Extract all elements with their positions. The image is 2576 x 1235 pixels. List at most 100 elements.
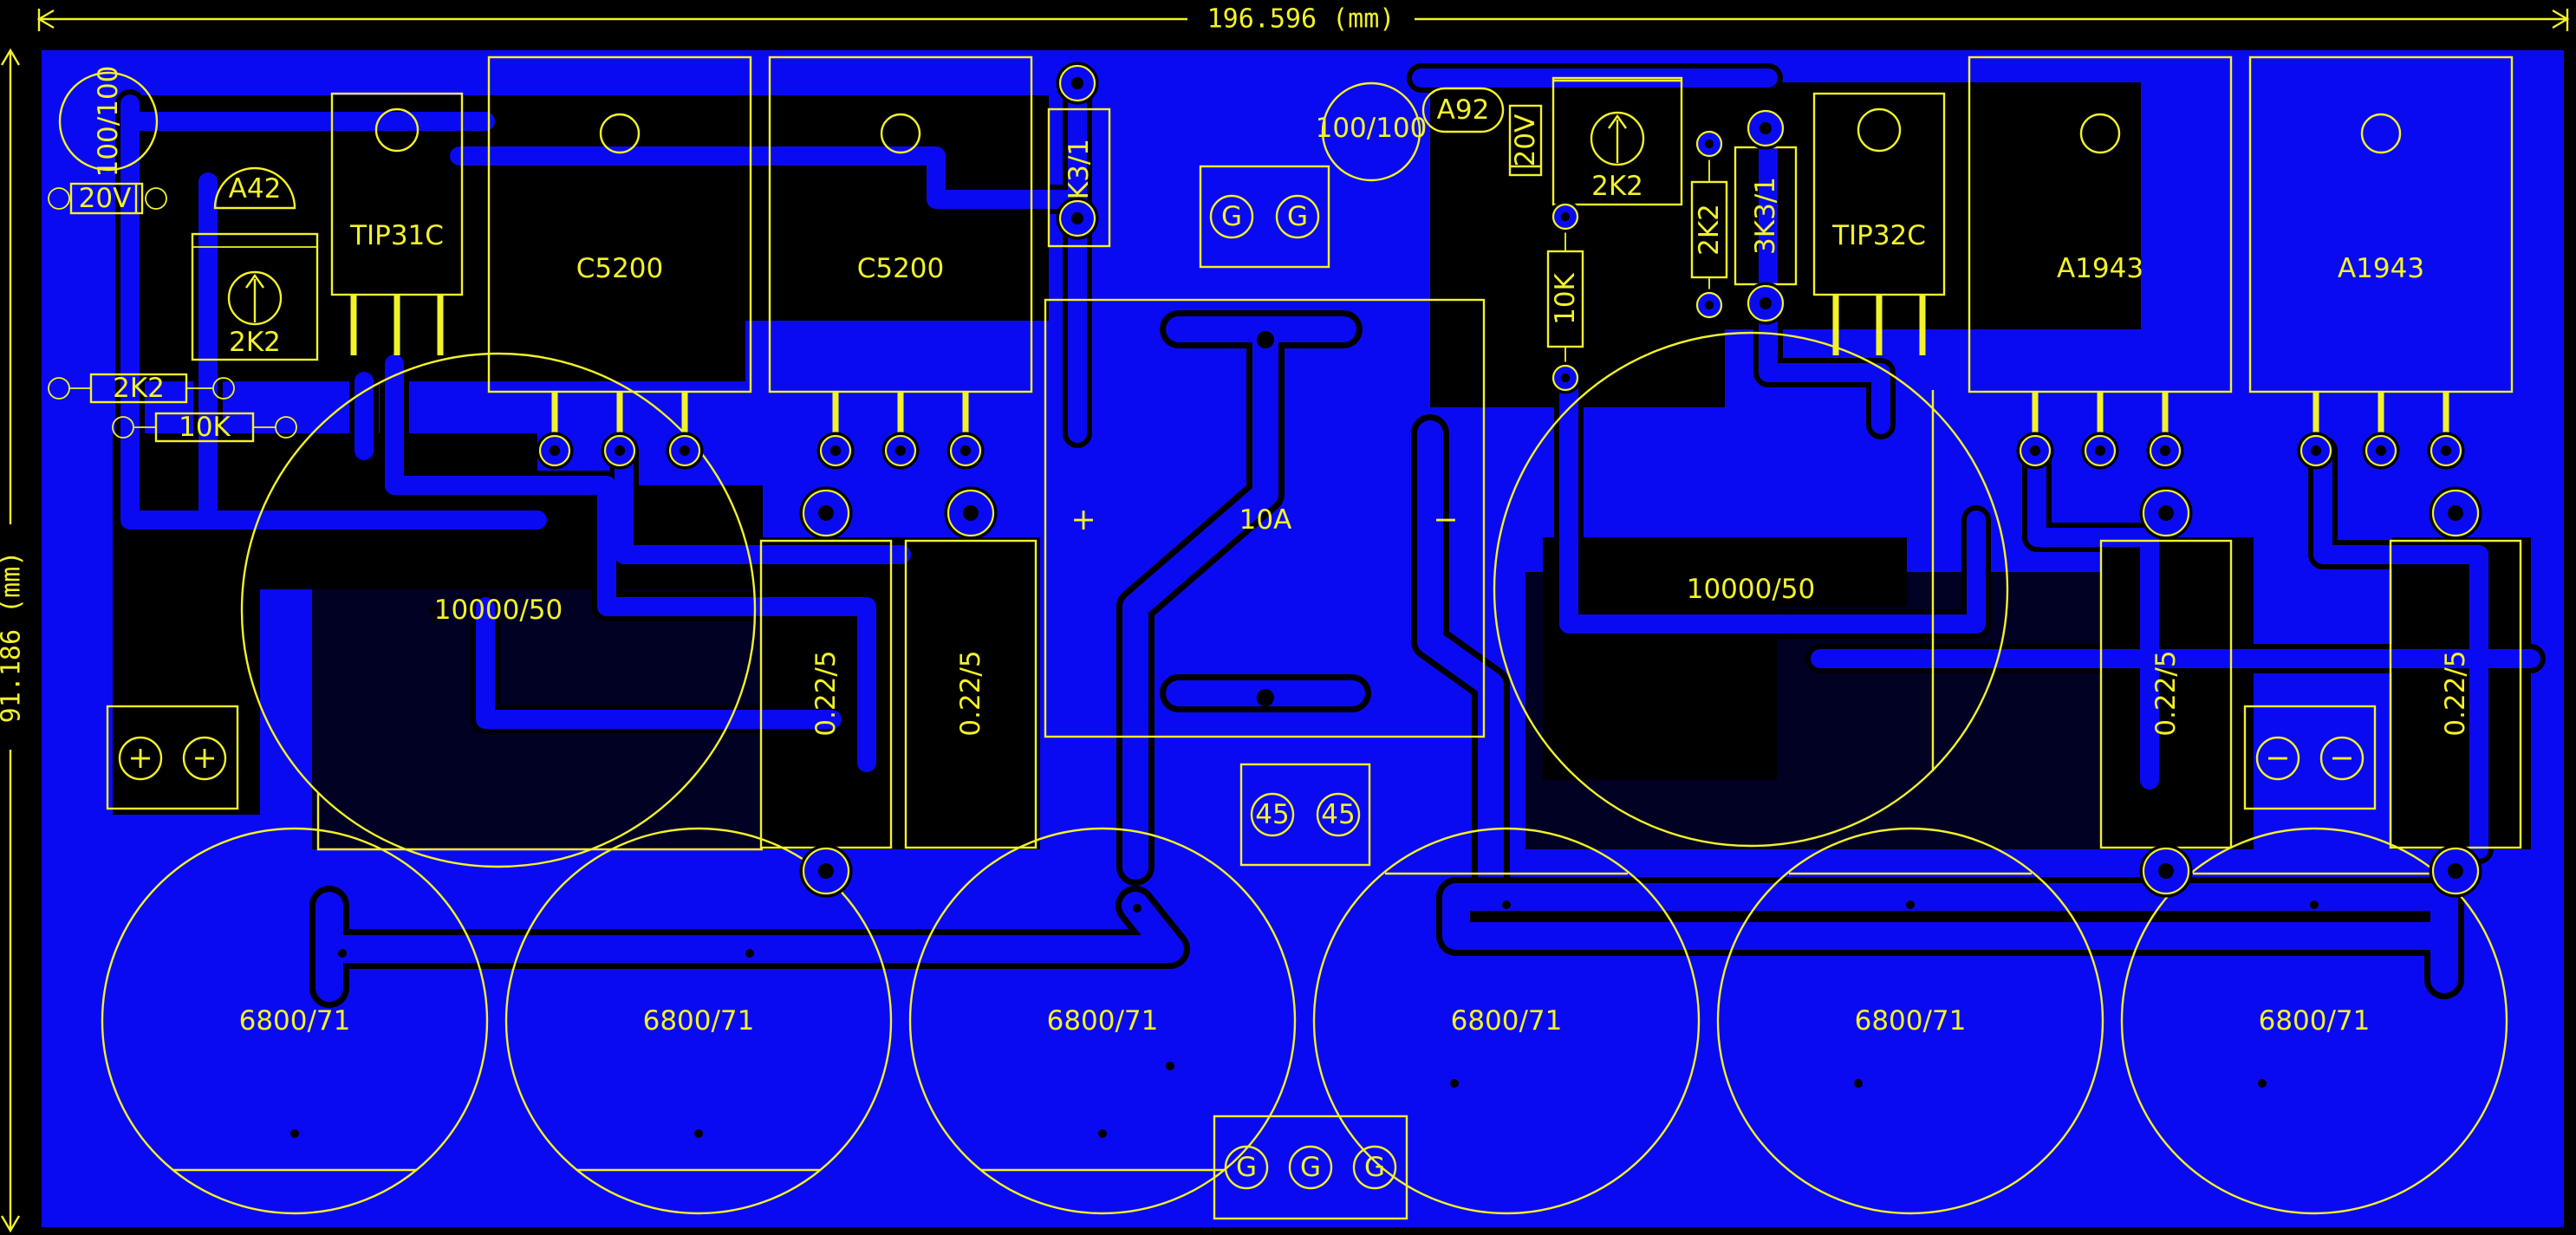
cf4-label: 6800/71 xyxy=(1451,1005,1563,1037)
g-top-pin-2: G xyxy=(1287,201,1308,232)
minus-pin-1: − xyxy=(2265,741,2290,776)
cb1-label: 10000/50 xyxy=(434,595,563,626)
c2-label: 100/100 xyxy=(1316,113,1428,144)
transistor-q2: C5200 xyxy=(487,55,752,433)
r2-label: 10K xyxy=(179,412,231,443)
pad-drill-14 xyxy=(818,863,834,879)
pad-27 xyxy=(1257,331,1274,348)
capacitor-c1: 100/100 xyxy=(58,66,159,177)
cf5-label: 6800/71 xyxy=(1855,1005,1967,1037)
g-bottom-pin-2: G xyxy=(1300,1152,1321,1183)
g-bottom-pin-1: G xyxy=(1236,1152,1257,1183)
terminal-45: 45 45 xyxy=(1239,763,1371,867)
terminal-g-bottom: G G G xyxy=(1213,1115,1408,1220)
z2-label: 20V xyxy=(1510,114,1541,167)
q6-label: A1943 xyxy=(2338,253,2424,284)
g-top-pin-1: G xyxy=(1221,201,1242,232)
terminal-g-top: G G xyxy=(1199,165,1330,269)
pad-28 xyxy=(1257,689,1274,706)
r10-label: 0.22/5 xyxy=(2440,650,2471,736)
bridge-minus: − xyxy=(1433,503,1458,537)
q3-label: C5200 xyxy=(857,253,945,284)
pad-ring-4 xyxy=(884,434,917,467)
resistor-r4: 10K xyxy=(1546,217,1584,374)
plus-pin-2: + xyxy=(192,741,217,776)
pad-drill-0 xyxy=(549,445,561,457)
pad-ring-20 xyxy=(1058,199,1096,237)
pad-ring-21 xyxy=(1747,109,1785,147)
bridge-plus: + xyxy=(1070,503,1096,537)
cap-hole-7 xyxy=(1450,1079,1459,1088)
transistor-q1: TIP31C xyxy=(330,92,464,355)
transistor-q7: A42 xyxy=(213,166,296,210)
pad-ring-23 xyxy=(1551,203,1579,231)
cap-hole-1 xyxy=(290,1129,299,1138)
pad-drill-18 xyxy=(2448,863,2463,879)
r4-label: 10K xyxy=(1550,272,1581,324)
resistor-r1: 2K2 xyxy=(48,373,235,404)
cap-hole-9 xyxy=(1854,1079,1863,1088)
cap-hole-12 xyxy=(429,606,438,614)
cap-hole-5 xyxy=(1098,1129,1107,1138)
pad-drill-26 xyxy=(1704,300,1714,310)
pad-drill-1 xyxy=(614,445,626,457)
pad-ring-24 xyxy=(1551,364,1579,392)
capacitor-cf2: 6800/71 xyxy=(504,827,893,1215)
zener-z1: 20V xyxy=(48,182,167,215)
resistor-r2: 10K xyxy=(112,412,297,443)
pad-ring-3 xyxy=(819,434,852,467)
r8-label: 0.22/5 xyxy=(955,650,986,736)
r5-label: 2K2 xyxy=(1694,204,1725,256)
pad-ring-16 xyxy=(2431,489,2480,537)
z1-label: 20V xyxy=(79,183,132,214)
pad-drill-10 xyxy=(2375,445,2387,457)
pad-drill-13 xyxy=(963,505,979,521)
cap-hole-4 xyxy=(1133,904,1142,913)
dimension-lines: 196.596 (mm) 91.186 (mm) xyxy=(0,4,2570,1233)
q2-label: C5200 xyxy=(576,253,664,284)
trimpot-p1: 2K2 xyxy=(191,232,319,361)
pad-ring-19 xyxy=(1058,64,1096,102)
bridge-rating: 10A xyxy=(1239,504,1292,536)
pad-drill-21 xyxy=(1759,121,1773,135)
pad-drill-2 xyxy=(679,445,691,457)
pad-drill-20 xyxy=(1070,211,1084,225)
g-bottom-pin-3: G xyxy=(1364,1152,1385,1183)
pad-ring-1 xyxy=(603,434,636,467)
pad-ring-14 xyxy=(802,847,850,895)
capacitor-c2: 100/100 xyxy=(1316,81,1428,182)
pad-drill-16 xyxy=(2448,505,2463,521)
resistor-r5: 2K2 xyxy=(1690,147,1728,303)
cap-hole-11 xyxy=(2258,1079,2267,1088)
r1-label: 2K2 xyxy=(113,373,165,404)
p2-label: 2K2 xyxy=(1591,171,1643,202)
p1-label: 2K2 xyxy=(229,327,281,358)
pad-drill-4 xyxy=(894,445,907,457)
q4-label: TIP32C xyxy=(1831,220,1926,251)
pad-ring-12 xyxy=(802,489,850,537)
out45-pin-1: 45 xyxy=(1255,799,1289,830)
pad-ring-11 xyxy=(2430,434,2462,467)
pad-drill-23 xyxy=(1560,211,1571,222)
cap-hole-6 xyxy=(1502,900,1511,909)
cap-hole-10 xyxy=(2310,900,2319,909)
r7-label: 0.22/5 xyxy=(810,650,842,736)
pad-drill-11 xyxy=(2440,445,2452,457)
pad-ring-26 xyxy=(1695,291,1723,319)
capacitor-cf4: 6800/71 xyxy=(1312,827,1701,1215)
transistor-q4: TIP32C xyxy=(1812,92,1946,355)
pad-ring-22 xyxy=(1747,284,1785,322)
q7-label: A42 xyxy=(229,173,282,205)
q8-label: A92 xyxy=(1437,94,1490,126)
pad-ring-13 xyxy=(946,489,995,537)
pad-ring-9 xyxy=(2300,434,2332,467)
zener-z2: 20V xyxy=(1508,104,1543,177)
minus-pin-2: − xyxy=(2329,741,2354,776)
pad-drill-12 xyxy=(818,505,834,521)
pad-drill-3 xyxy=(829,445,842,457)
capacitor-cf5: 6800/71 xyxy=(1716,827,2104,1215)
pad-drill-24 xyxy=(1560,373,1571,383)
capacitor-cf3: 6800/71 xyxy=(908,827,1297,1215)
cf3-label: 6800/71 xyxy=(1047,1005,1159,1037)
